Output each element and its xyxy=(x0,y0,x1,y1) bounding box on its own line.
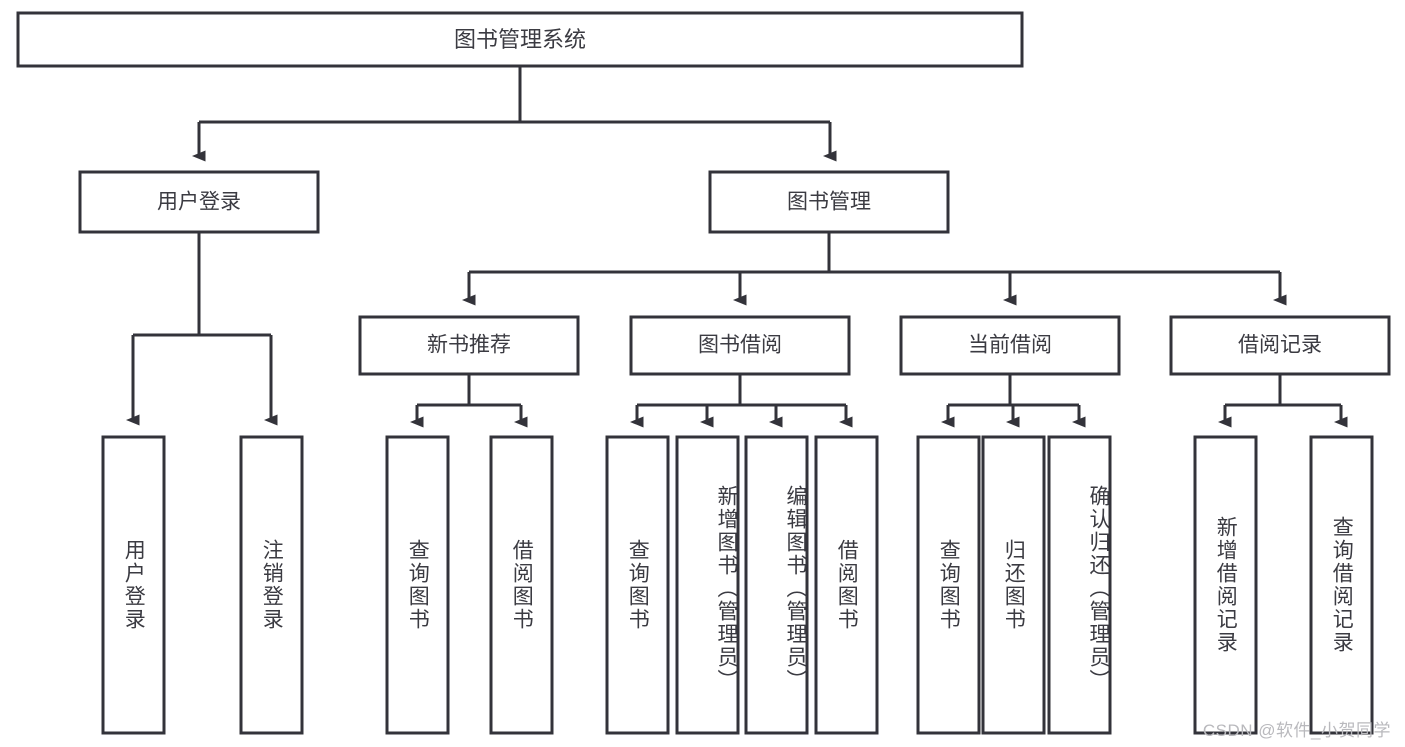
node-borrow-record-label: 借阅记录 xyxy=(1238,334,1322,357)
leaf-box-book-borrow-4[interactable] xyxy=(814,435,879,735)
node-user-login[interactable]: 用户登录 xyxy=(78,170,320,234)
leaf-box-borrow-record-1[interactable] xyxy=(1193,435,1258,735)
node-root-box xyxy=(16,11,1024,68)
node-current-borrow-label: 当前借阅 xyxy=(968,334,1052,357)
leaf-box-current-borrow-2[interactable] xyxy=(981,435,1046,735)
leaf-box-current-borrow-1[interactable] xyxy=(916,435,981,735)
node-borrow-record[interactable]: 借阅记录 xyxy=(1169,315,1391,376)
node-root-label: 图书管理系统 xyxy=(454,27,586,52)
node-book-borrow[interactable]: 图书借阅 xyxy=(629,315,851,376)
node-user-login-label: 用户登录 xyxy=(157,191,241,214)
node-book-management-label: 图书管理 xyxy=(787,191,871,214)
leaf-box-book-borrow-2[interactable] xyxy=(675,435,740,735)
leaf-box-book-borrow-3[interactable] xyxy=(744,435,809,735)
node-current-borrow[interactable]: 当前借阅 xyxy=(899,315,1121,376)
node-book-management-box xyxy=(708,170,950,234)
node-book-borrow-label: 图书借阅 xyxy=(698,334,782,357)
node-new-book-recommend-label: 新书推荐 xyxy=(427,334,511,357)
node-root[interactable]: 图书管理系统 xyxy=(16,11,1024,68)
node-book-borrow-box xyxy=(629,315,851,376)
node-new-book-recommend-box xyxy=(358,315,580,376)
leaf-box-book-borrow-1[interactable] xyxy=(605,435,670,735)
leaf-box-current-borrow-3[interactable] xyxy=(1047,435,1112,735)
node-current-borrow-box xyxy=(899,315,1121,376)
node-new-book-recommend[interactable]: 新书推荐 xyxy=(358,315,580,376)
leaf-box-new-book-1[interactable] xyxy=(385,435,450,735)
leaf-box-user-login-2[interactable] xyxy=(239,435,304,735)
leaf-box-borrow-record-2[interactable] xyxy=(1309,435,1374,735)
csdn-watermark: CSDN @软件_小贺同学 xyxy=(1202,721,1391,740)
node-borrow-record-box xyxy=(1169,315,1391,376)
node-book-management[interactable]: 图书管理 xyxy=(708,170,950,234)
leaf-box-new-book-2[interactable] xyxy=(489,435,554,735)
leaf-box-user-login-1[interactable] xyxy=(101,435,166,735)
